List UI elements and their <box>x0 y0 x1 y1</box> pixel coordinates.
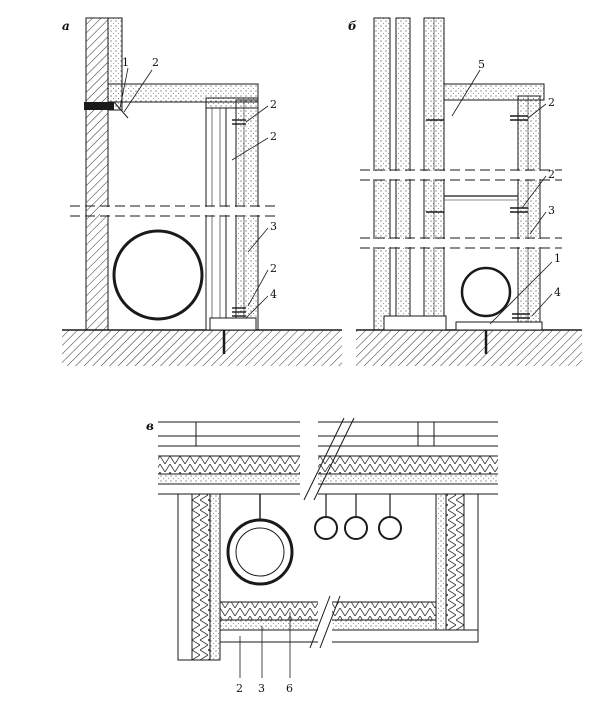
panel-c-right-wall-outer <box>463 493 479 643</box>
panel-b-break-gap-2 <box>370 239 546 247</box>
panel-c-slab-break <box>300 417 355 501</box>
panel-c-bottom-outer <box>219 629 479 643</box>
panel-c-leaders <box>239 612 291 678</box>
panel-b-callout-2a: 2 <box>548 96 555 109</box>
panel-c-left-wall-insulation <box>191 493 211 661</box>
panel-a-callout-2d: 2 <box>270 262 277 275</box>
panel-b-callout-5: 5 <box>478 58 485 71</box>
panel-c-slab-insulation <box>158 456 498 474</box>
panel-b-leaders <box>451 69 553 325</box>
panel-a-callout-2c: 2 <box>270 130 277 143</box>
panel-c-label: в <box>146 419 154 433</box>
panel-b: б <box>348 17 582 366</box>
panel-c-slab-board <box>158 474 498 484</box>
panel-a-wall <box>85 17 109 331</box>
panel-c-right-wall-insulation <box>445 493 465 643</box>
panel-c-left-wall-outer <box>177 493 193 661</box>
panel-c-callout-2: 2 <box>236 682 243 695</box>
panel-b-bottom-plate-right <box>455 321 543 331</box>
panel-c-small-pipes <box>314 494 402 540</box>
panel-c-pipe-large <box>226 518 294 586</box>
panel-a-screws <box>232 119 246 317</box>
panel-c-callout-6: 6 <box>286 682 293 695</box>
panel-a-leaders <box>119 67 269 319</box>
panel-c-right-wall-inner <box>435 493 447 643</box>
panel-a-break-lines <box>70 205 275 217</box>
panel-b-break-gap-1 <box>370 171 546 179</box>
panel-b-post <box>517 95 541 331</box>
panel-b-screws <box>426 115 530 319</box>
panel-a-post-inner <box>205 107 227 331</box>
panel-b-pipe <box>460 266 512 318</box>
panel-c: в <box>146 417 498 695</box>
panel-a-callout-2b: 2 <box>270 98 277 111</box>
panel-a-bottom-plate <box>209 317 257 331</box>
panel-b-label: б <box>348 19 357 33</box>
panel-a-anchor <box>84 102 114 110</box>
panel-b-callout-2b: 2 <box>548 168 555 181</box>
panel-a-floor <box>62 330 342 366</box>
panel-c-callout-3: 3 <box>258 682 265 695</box>
panel-a-callout-4: 4 <box>270 288 277 301</box>
panel-b-callout-1: 1 <box>554 252 561 265</box>
panel-a-callout-3: 3 <box>270 220 277 233</box>
panel-a: а <box>62 17 342 366</box>
panel-a-label: а <box>62 19 70 33</box>
panel-c-pipe-large-inner <box>235 527 285 577</box>
panel-c-left-wall-inner <box>209 493 221 661</box>
panel-b-callout-3: 3 <box>548 204 555 217</box>
panel-a-break-gap <box>100 207 270 215</box>
panel-a-anchor-line <box>113 101 129 119</box>
panel-a-callout-2a: 2 <box>152 56 159 69</box>
panel-b-callout-4: 4 <box>554 286 561 299</box>
panel-a-pipe <box>112 229 204 321</box>
panel-b-break-lines <box>360 169 562 249</box>
panel-c-bottom-break <box>309 595 341 649</box>
panel-b-floor <box>356 330 582 366</box>
panel-b-bottom-plate-left <box>383 315 447 331</box>
panel-a-callout-1: 1 <box>122 56 129 69</box>
